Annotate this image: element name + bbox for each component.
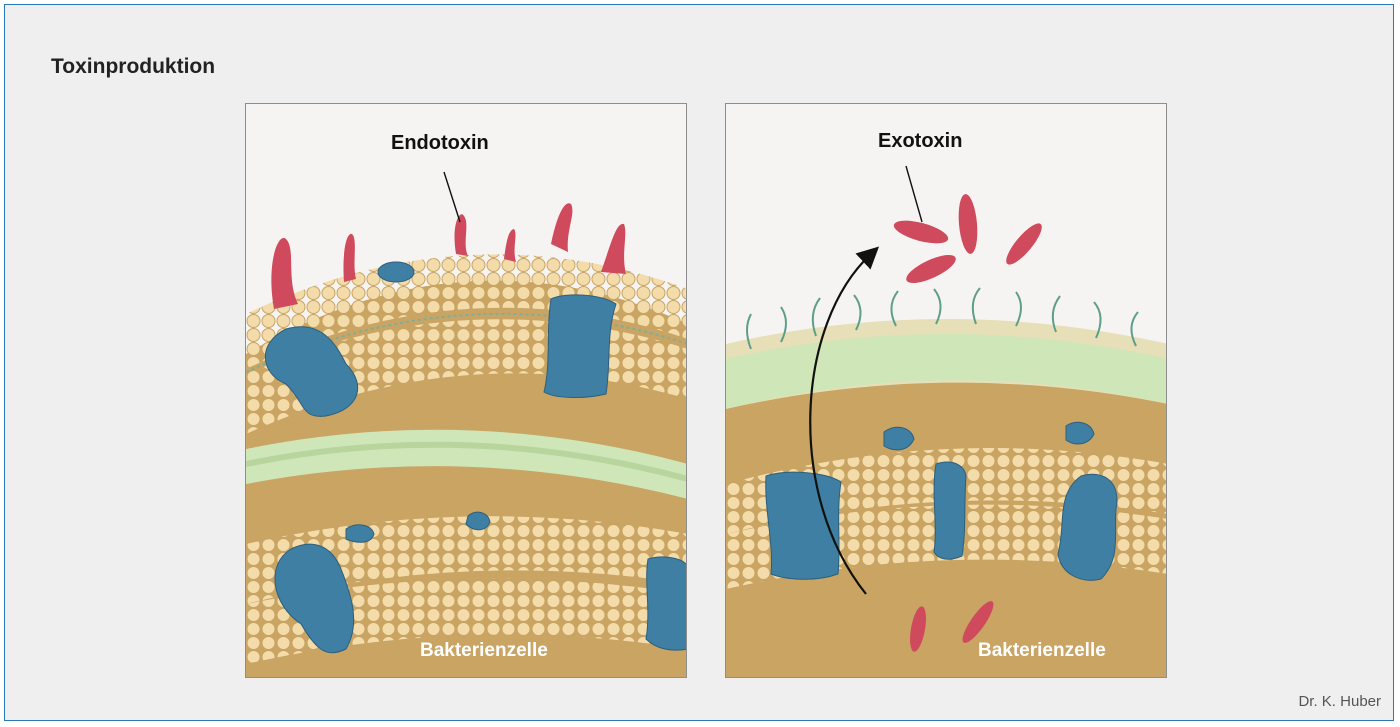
endotoxin-panel: Endotoxin Bakterienzelle [245, 103, 687, 678]
exotoxin-panel: Exotoxin Bakterienzelle [725, 103, 1167, 678]
figure-title: Toxinproduktion [51, 55, 215, 79]
cell-label-right: Bakterienzelle [978, 640, 1106, 662]
figure-card: Toxinproduktion [4, 4, 1394, 721]
author-credit: Dr. K. Huber [1298, 693, 1381, 710]
endotoxin-label: Endotoxin [391, 132, 489, 155]
exotoxin-illustration [726, 104, 1167, 678]
exotoxin-label: Exotoxin [878, 130, 962, 153]
endotoxin-illustration [246, 104, 687, 678]
cell-label-left: Bakterienzelle [420, 640, 548, 662]
